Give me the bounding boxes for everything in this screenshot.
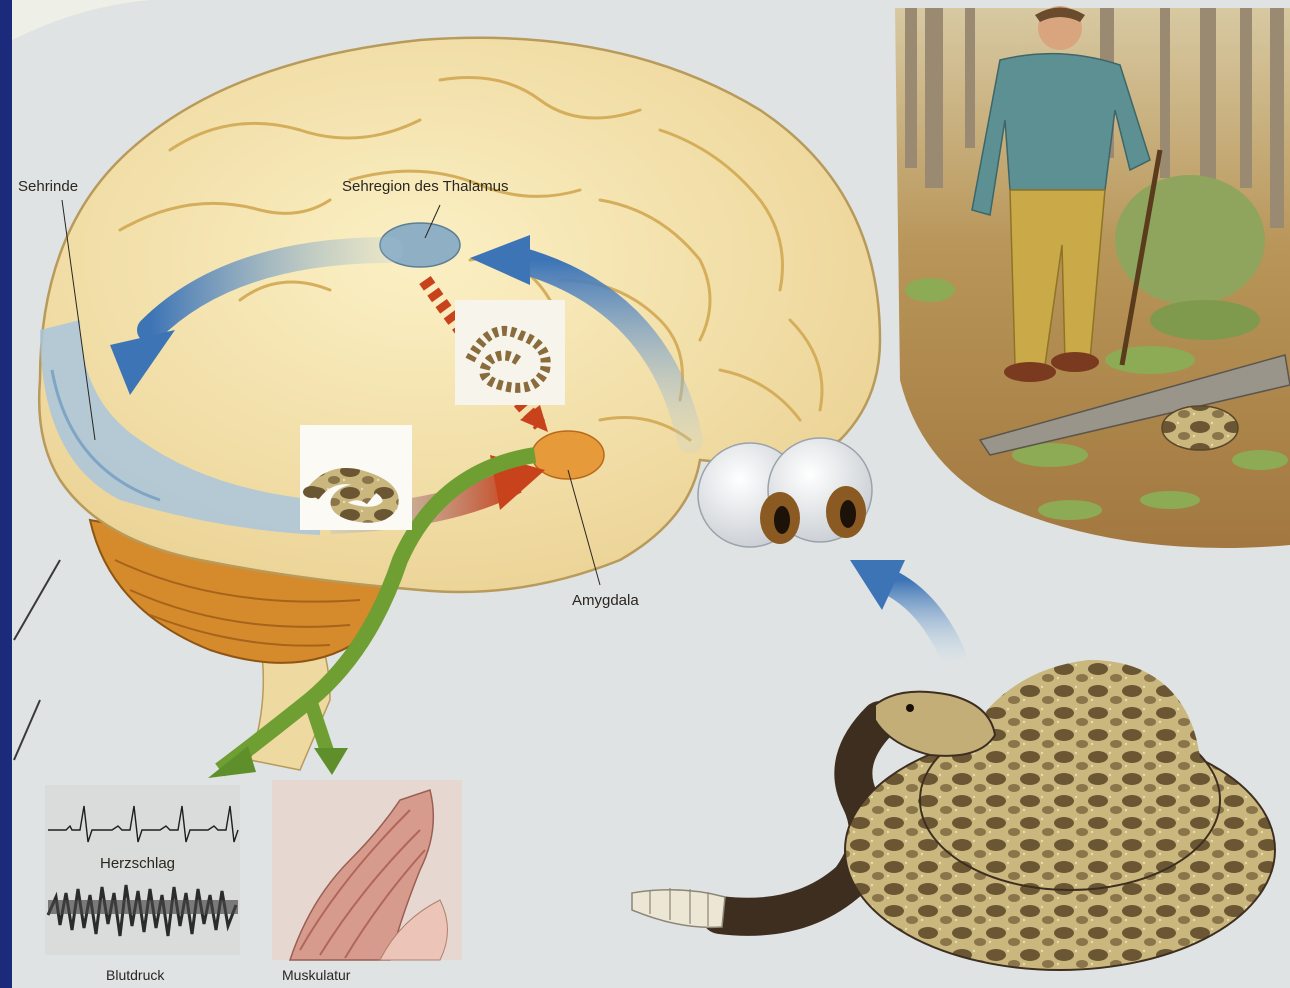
label-muskulatur: Muskulatur (282, 967, 350, 983)
label-thalamus: Sehregion des Thalamus (342, 178, 509, 195)
eyeballs (698, 438, 872, 547)
label-amygdala: Amygdala (572, 592, 639, 609)
label-blutdruck: Blutdruck (106, 967, 164, 983)
snake-card-thalamus (455, 300, 565, 405)
snake-card-cortex (300, 425, 412, 530)
forest-scene (895, 6, 1290, 548)
label-sehrinde: Sehrinde (18, 178, 78, 195)
muscle-panel (272, 780, 462, 960)
scene-snake (1162, 406, 1238, 450)
snake-eye (906, 704, 914, 712)
label-herzschlag: Herzschlag (100, 855, 175, 872)
left-frame-stripe (0, 0, 12, 988)
